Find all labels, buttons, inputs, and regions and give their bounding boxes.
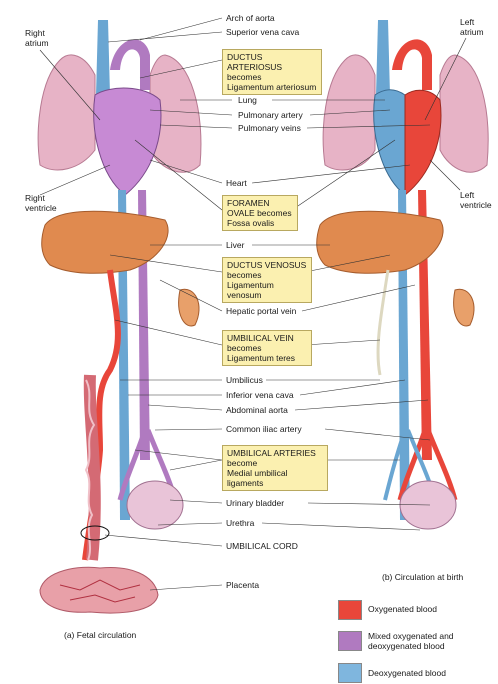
- birth-superior-vena-cava: [376, 20, 390, 95]
- label-urethra: Urethra: [226, 518, 254, 528]
- legend-swatch-oxygenated: [338, 600, 362, 620]
- fetal-liver: [42, 211, 168, 273]
- leader-umbilical-cord: [105, 535, 222, 546]
- box-umbilical-vein: UMBILICAL VEIN becomes Ligamentum teres: [222, 330, 312, 366]
- label-right-ventricle: Right ventricle: [25, 193, 57, 213]
- fetal-heart: [94, 88, 161, 195]
- label-umbilicus: Umbilicus: [226, 375, 263, 385]
- label-urinary-bladder: Urinary bladder: [226, 498, 284, 508]
- fetal-placenta: [40, 567, 158, 613]
- fetal-right-lung: [38, 55, 95, 170]
- legend-label-mixed: Mixed oxygenated and deoxygenated blood: [368, 631, 454, 651]
- legend-label-oxygenated: Oxygenated blood: [368, 604, 437, 614]
- box-ductus-venosus: DUCTUS VENOSUS becomes Ligamentum venosu…: [222, 257, 312, 303]
- legend-label-deoxygenated: Deoxygenated blood: [368, 668, 446, 678]
- caption-fetal-circulation: (a) Fetal circulation: [64, 630, 136, 640]
- label-hepatic-portal-vein: Hepatic portal vein: [226, 306, 296, 316]
- label-arch-of-aorta: Arch of aorta: [226, 13, 275, 23]
- label-inferior-vena-cava: Inferior vena cava: [226, 390, 294, 400]
- label-abdominal-aorta: Abdominal aorta: [226, 405, 288, 415]
- leader-urinary-bladder: [170, 500, 430, 505]
- label-heart: Heart: [226, 178, 247, 188]
- label-pulmonary-veins: Pulmonary veins: [238, 123, 301, 133]
- box-foramen-ovale: FORAMEN OVALE becomes Fossa ovalis: [222, 195, 298, 231]
- box-umbilical-arteries: UMBILICAL ARTERIES become Medial umbilic…: [222, 445, 328, 491]
- legend-swatch-mixed: [338, 631, 362, 651]
- birth-arch-of-aorta: [392, 39, 432, 90]
- birth-ligamentum-teres: [378, 270, 388, 375]
- birth-heart-right: [374, 90, 405, 195]
- leader-arch-of-aorta: [140, 18, 222, 40]
- label-pulmonary-artery: Pulmonary artery: [238, 110, 303, 120]
- birth-kidney: [454, 289, 474, 326]
- fetal-arch-of-aorta: [110, 39, 150, 90]
- label-placenta: Placenta: [226, 580, 259, 590]
- fetal-illustration: [38, 20, 201, 613]
- leader-placenta: [150, 585, 222, 590]
- label-lung: Lung: [238, 95, 257, 105]
- label-left-ventricle: Left ventricle: [460, 190, 492, 210]
- leader-urethra: [158, 523, 420, 530]
- birth-illustration: [317, 20, 488, 529]
- label-umbilical-cord: UMBILICAL CORD: [226, 541, 298, 551]
- leader-abdominal-aorta: [148, 400, 428, 410]
- label-right-atrium: Right atrium: [25, 28, 49, 48]
- label-superior-vena-cava: Superior vena cava: [226, 27, 299, 37]
- label-left-atrium: Left atrium: [460, 17, 484, 37]
- fetal-superior-vena-cava: [96, 20, 110, 95]
- box-ductus-arteriosus: DUCTUS ARTERIOSUS becomes Ligamentum art…: [222, 49, 322, 95]
- label-common-iliac-artery: Common iliac artery: [226, 424, 302, 434]
- caption-circulation-at-birth: (b) Circulation at birth: [382, 572, 463, 582]
- fetal-umbilical-cord: [90, 375, 95, 560]
- birth-left-lung: [440, 55, 488, 172]
- legend-swatch-deoxygenated: [338, 663, 362, 683]
- label-liver: Liver: [226, 240, 244, 250]
- birth-heart-left: [405, 90, 441, 195]
- fetal-urinary-bladder: [127, 481, 183, 529]
